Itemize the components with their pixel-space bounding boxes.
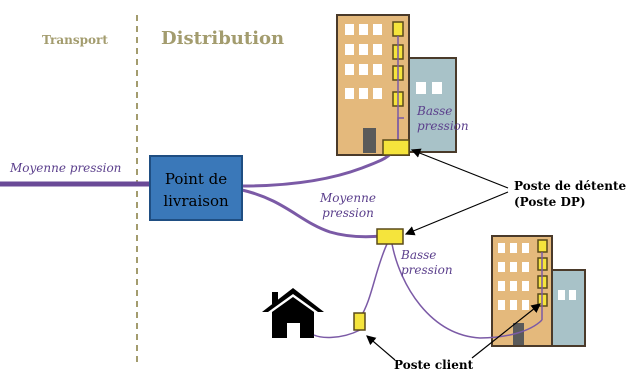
building-window bbox=[373, 44, 382, 55]
building-window bbox=[522, 300, 529, 310]
building-window bbox=[498, 262, 505, 272]
client-meter bbox=[353, 312, 366, 331]
header-distribution: Distribution bbox=[161, 28, 284, 49]
building-window bbox=[522, 262, 529, 272]
building-window bbox=[359, 64, 368, 75]
pipe-low-pressure-to-house bbox=[313, 329, 361, 339]
building-window bbox=[522, 281, 529, 291]
label-poste-detente-line1: Poste de détente bbox=[514, 179, 626, 193]
pipe-low-pressure-to-client bbox=[359, 243, 388, 319]
building-window bbox=[345, 44, 354, 55]
callout-arrow-client-right bbox=[471, 303, 541, 359]
callout-arrow-client-left bbox=[366, 335, 396, 361]
building-top-door bbox=[363, 128, 376, 153]
pipe-medium-pressure-upper bbox=[241, 151, 394, 188]
building-window bbox=[359, 44, 368, 55]
building-window bbox=[345, 88, 354, 99]
pipe-medium-pressure-lower bbox=[241, 188, 383, 239]
apartment-building-bottom bbox=[491, 235, 586, 347]
building-bottom-back-window bbox=[569, 290, 576, 300]
building-bottom-back-window bbox=[558, 290, 565, 300]
regulator-middle bbox=[376, 228, 404, 245]
building-window bbox=[345, 24, 354, 35]
building-window bbox=[522, 243, 529, 253]
building-window bbox=[359, 88, 368, 99]
building-top-back-window bbox=[432, 82, 442, 94]
building-window bbox=[510, 243, 517, 253]
callout-arrow-detente-top bbox=[410, 148, 509, 189]
building-window bbox=[373, 24, 382, 35]
header-transport: Transport bbox=[42, 33, 108, 47]
point-de-livraison-label-line2: livraison bbox=[163, 192, 229, 210]
house-chimney bbox=[272, 292, 278, 304]
regulator-top bbox=[382, 139, 410, 156]
building-window bbox=[498, 281, 505, 291]
building-window bbox=[359, 24, 368, 35]
callout-arrow-detente-middle bbox=[404, 191, 509, 236]
label-moyenne-pression-mid-line1: Moyenne bbox=[319, 191, 376, 205]
label-moyenne-pression-mid-line2: pression bbox=[322, 206, 374, 220]
building-bottom-door bbox=[513, 323, 524, 345]
point-de-livraison-box bbox=[149, 155, 243, 221]
label-moyenne-pression-left: Moyenne pression bbox=[9, 161, 121, 175]
label-poste-client: Poste client bbox=[394, 358, 474, 371]
label-poste-detente-line2: (Poste DP) bbox=[514, 195, 586, 209]
pipe-low-pressure-to-building bbox=[391, 243, 543, 339]
label-basse-pression-mid-line2: pression bbox=[401, 263, 453, 277]
building-window bbox=[510, 262, 517, 272]
label-basse-pression-top-line1: Basse bbox=[416, 104, 452, 118]
building-window bbox=[510, 281, 517, 291]
building-window bbox=[373, 88, 382, 99]
label-basse-pression-mid-line1: Basse bbox=[400, 248, 436, 262]
gas-meter bbox=[537, 239, 548, 253]
label-basse-pression-top-line2: pression bbox=[417, 119, 469, 133]
house-body bbox=[272, 297, 314, 338]
building-window bbox=[345, 64, 354, 75]
building-top-back-window bbox=[416, 82, 426, 94]
building-window bbox=[373, 64, 382, 75]
gas-meter bbox=[392, 21, 404, 37]
building-window bbox=[498, 243, 505, 253]
house-roof bbox=[262, 288, 324, 312]
apartment-building-top bbox=[336, 14, 457, 156]
building-window bbox=[510, 300, 517, 310]
house-icon bbox=[262, 288, 324, 338]
pipe-low-pressure-top bbox=[397, 117, 404, 143]
point-de-livraison-label-line1: Point de bbox=[165, 170, 227, 188]
building-window bbox=[498, 300, 505, 310]
